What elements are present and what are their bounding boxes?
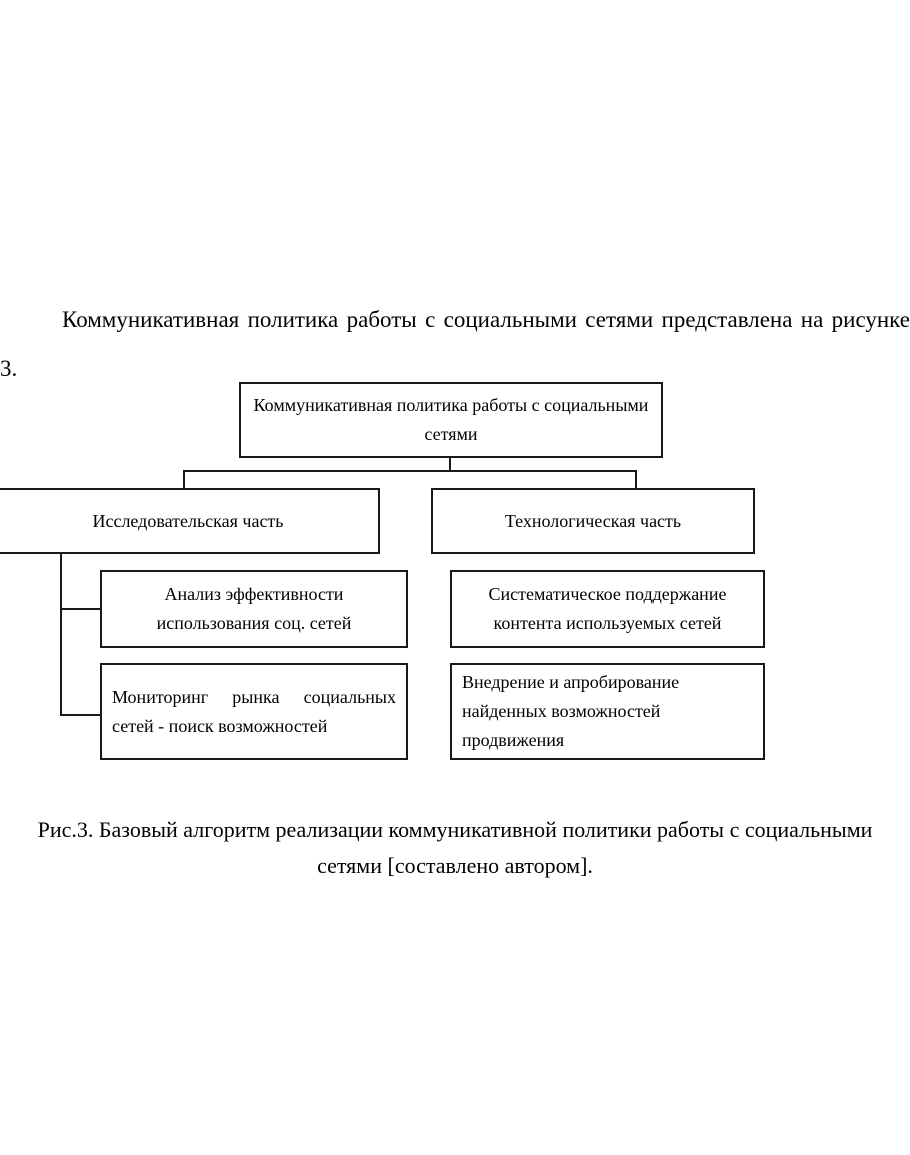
node-analysis-effectiveness: Анализ эффективности использования соц. … (100, 570, 408, 648)
node-root: Коммуникативная политика работы с социал… (239, 382, 663, 458)
node-promotion-implementation-label: Внедрение и апробирование найденных возм… (462, 672, 680, 750)
connector-stub-monitoring (60, 714, 102, 716)
node-market-monitoring: Мониторинг рынка социальных сетей - поис… (100, 663, 408, 760)
connector-horizontal-bus (183, 470, 637, 472)
connector-stub-analysis (60, 608, 102, 610)
figure-caption: Рис.3. Базовый алгоритм реализации комму… (37, 817, 873, 878)
node-market-monitoring-label: Мониторинг рынка социальных сетей - поис… (112, 686, 396, 736)
node-promotion-implementation: Внедрение и апробирование найденных возм… (450, 663, 765, 760)
node-content-maintenance-label: Систематическое поддержание контента исп… (488, 584, 727, 633)
body-paragraph: Коммуникативная политика работы с социал… (0, 307, 910, 381)
connector-drop-left (183, 470, 185, 490)
connector-left-spine (60, 554, 62, 716)
node-technological-part-label: Технологическая часть (504, 510, 682, 531)
node-research-part: Исследовательская часть (0, 488, 380, 554)
connector-root-stem (449, 458, 451, 472)
node-analysis-effectiveness-label: Анализ эффективности использования соц. … (156, 584, 352, 633)
node-root-label: Коммуникативная политика работы с социал… (253, 395, 649, 444)
connector-drop-right (635, 470, 637, 490)
node-research-part-label: Исследовательская часть (92, 510, 284, 531)
node-technological-part: Технологическая часть (431, 488, 755, 554)
node-content-maintenance: Систематическое поддержание контента исп… (450, 570, 765, 648)
